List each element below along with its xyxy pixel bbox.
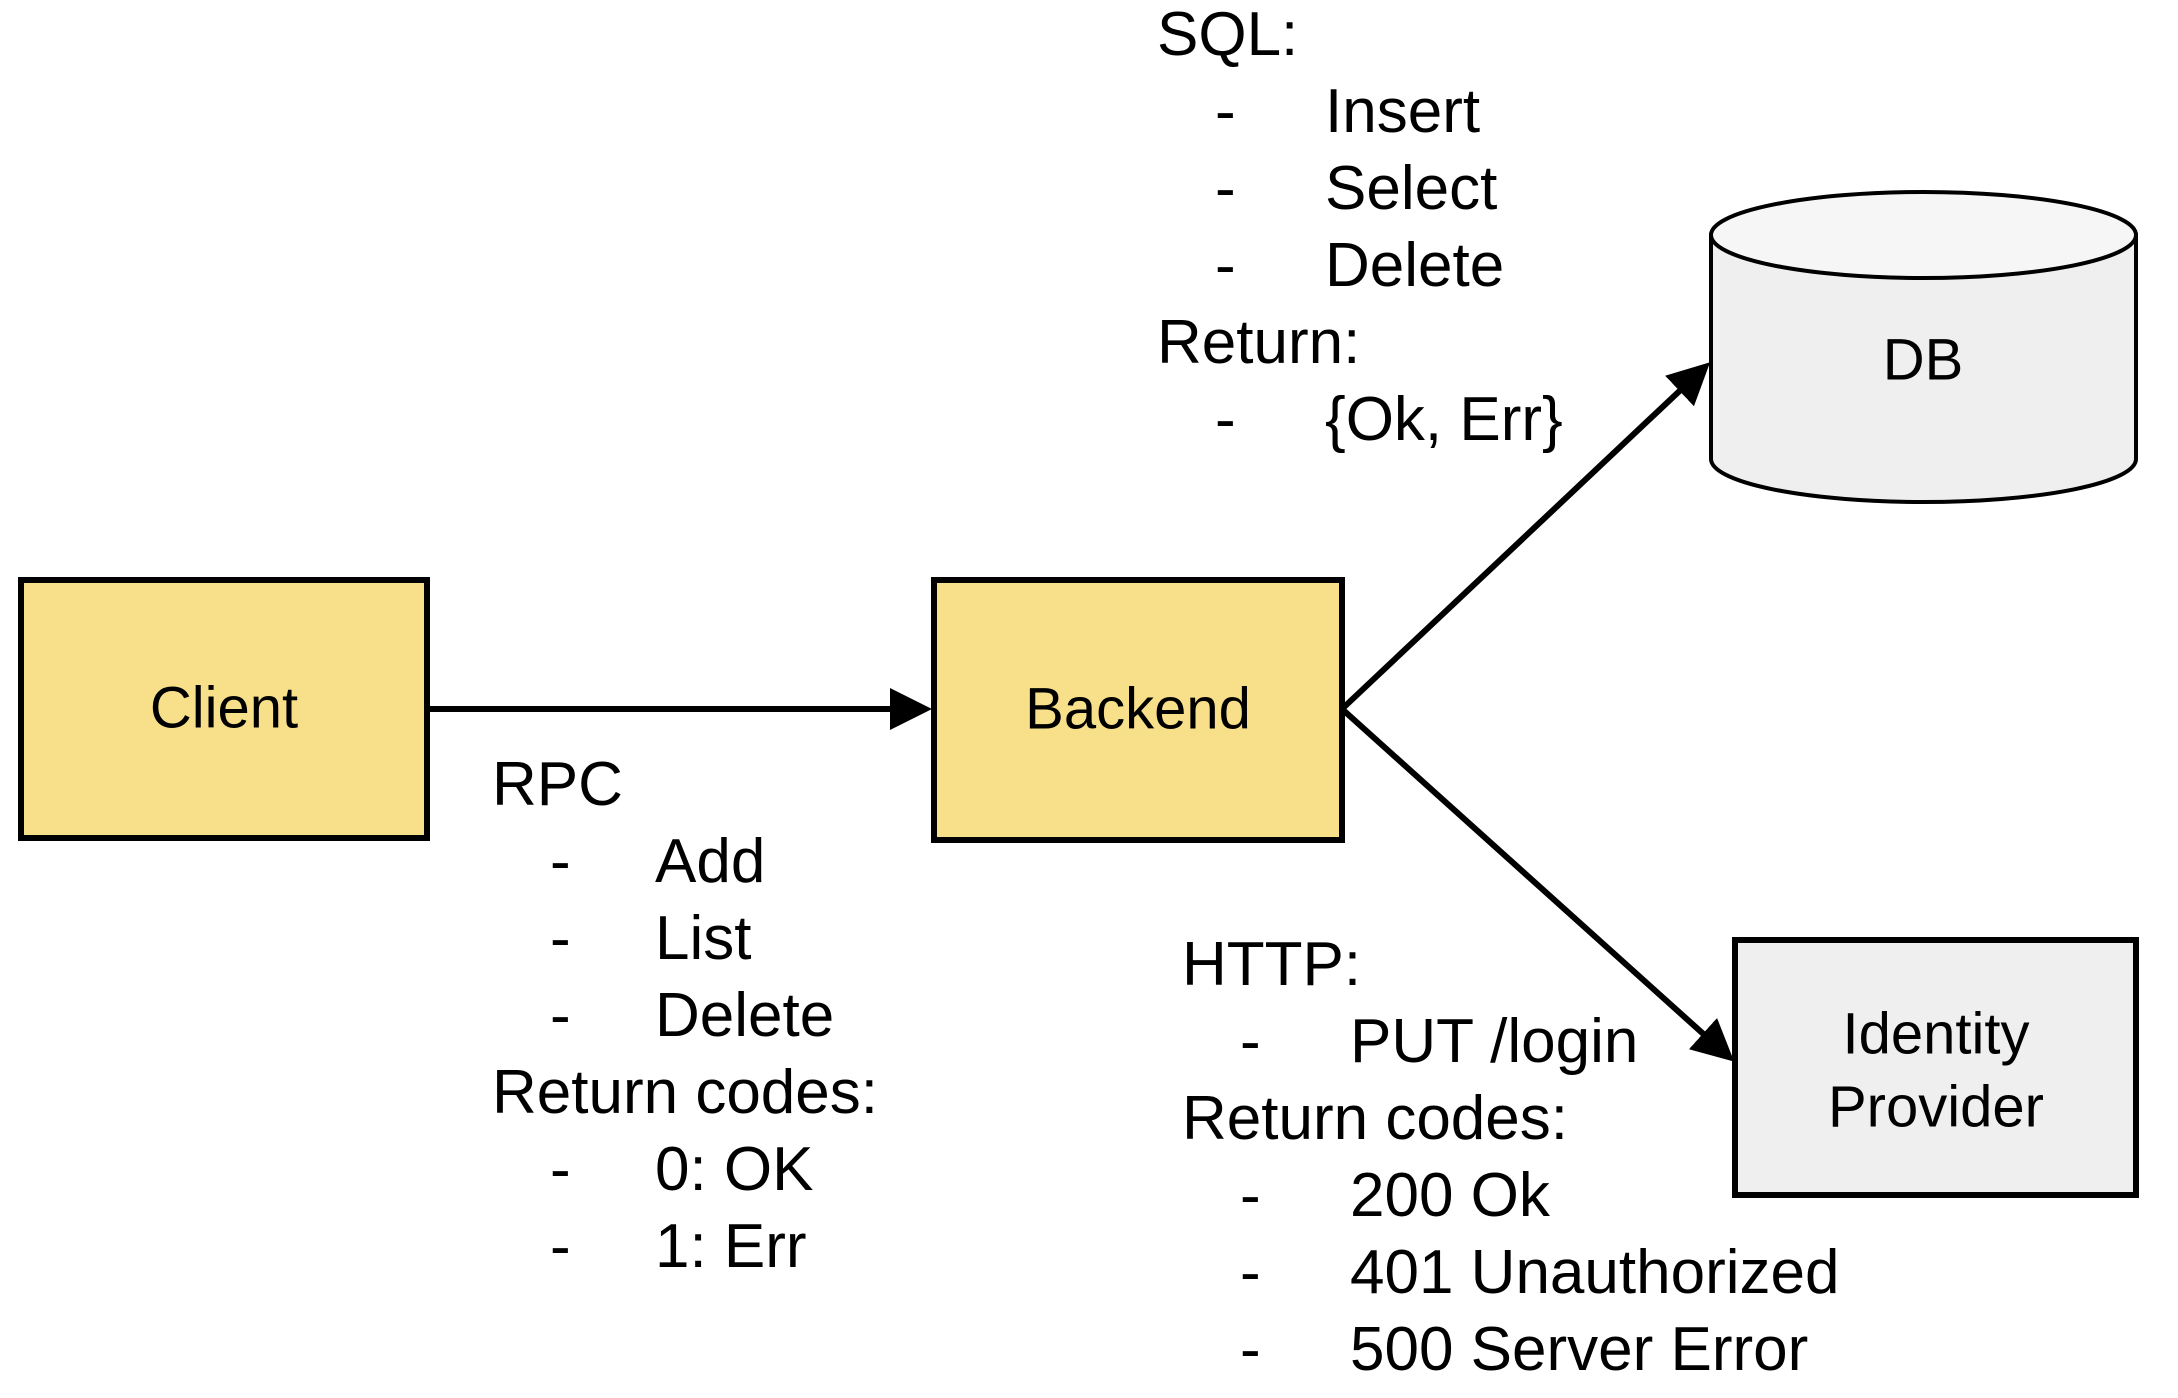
annotation-line: - {Ok, Err} bbox=[1215, 385, 1563, 454]
annotation-sql: SQL: - Insert - Select - Delete Return: … bbox=[1157, 0, 1563, 454]
bullet-dash: - bbox=[1215, 385, 1236, 454]
annotation-text: HTTP: bbox=[1182, 930, 1361, 999]
annotation-text: Insert bbox=[1325, 77, 1480, 146]
db-cylinder-top bbox=[1709, 190, 2138, 280]
annotation-text: Select bbox=[1325, 154, 1497, 223]
annotation-text: Return: bbox=[1157, 308, 1360, 377]
annotation-line: - Insert bbox=[1215, 77, 1480, 146]
annotation-line: - 200 Ok bbox=[1240, 1161, 1551, 1230]
client-label: Client bbox=[150, 675, 298, 740]
annotation-text: Delete bbox=[1325, 231, 1504, 300]
annotation-text: List bbox=[655, 904, 751, 973]
annotation-rpc: RPC - Add - List - Delete Return codes: … bbox=[492, 750, 878, 1281]
backend-box-shape bbox=[931, 577, 1345, 843]
bullet-dash: - bbox=[1215, 231, 1236, 300]
annotation-text: 500 Server Error bbox=[1350, 1315, 1808, 1384]
annotation-line: - 1: Err bbox=[550, 1212, 807, 1281]
node-client[interactable]: Client bbox=[18, 577, 430, 841]
annotation-line: Return codes: bbox=[492, 1058, 878, 1127]
annotation-text: SQL: bbox=[1157, 0, 1298, 69]
annotation-http: HTTP: - PUT /login Return codes: - 200 O… bbox=[1182, 930, 1839, 1384]
identity-provider-label-line1: Identity bbox=[1843, 1001, 2030, 1066]
db-cylinder-body bbox=[1709, 233, 2138, 504]
annotation-text: Add bbox=[655, 827, 765, 896]
client-box-shape bbox=[18, 577, 430, 841]
annotation-line: Return codes: bbox=[1182, 1084, 1568, 1153]
bullet-dash: - bbox=[1215, 154, 1236, 223]
annotation-line: RPC bbox=[492, 750, 623, 819]
annotation-line: - List bbox=[550, 904, 751, 973]
node-identity-provider[interactable]: Identity Provider bbox=[1732, 937, 2139, 1198]
bullet-dash: - bbox=[550, 1135, 571, 1204]
bullet-dash: - bbox=[1240, 1161, 1261, 1230]
identity-provider-box-shape bbox=[1732, 937, 2139, 1198]
identity-provider-label-line2: Provider bbox=[1828, 1074, 2044, 1139]
annotation-text: 0: OK bbox=[655, 1135, 814, 1204]
annotation-line: SQL: bbox=[1157, 0, 1298, 69]
annotation-text: Return codes: bbox=[1182, 1084, 1568, 1153]
annotation-line: - Delete bbox=[1215, 231, 1504, 300]
annotation-text: 1: Err bbox=[655, 1212, 807, 1281]
bullet-dash: - bbox=[1240, 1238, 1261, 1307]
annotation-text: 200 Ok bbox=[1350, 1161, 1551, 1230]
edge-backend-to-identity-provider bbox=[1339, 706, 1735, 1062]
annotation-line: - 0: OK bbox=[550, 1135, 814, 1204]
annotation-line: - 500 Server Error bbox=[1240, 1315, 1808, 1384]
bullet-dash: - bbox=[550, 904, 571, 973]
db-label: DB bbox=[1883, 327, 1964, 392]
annotation-line: - Delete bbox=[550, 981, 834, 1050]
node-backend[interactable]: Backend bbox=[931, 577, 1345, 843]
bullet-dash: - bbox=[550, 1212, 571, 1281]
annotation-text: PUT /login bbox=[1350, 1007, 1638, 1076]
annotation-line: Return: bbox=[1157, 308, 1360, 377]
edge-backend-to-db bbox=[1339, 362, 1711, 712]
annotation-text: {Ok, Err} bbox=[1325, 385, 1563, 454]
bullet-dash: - bbox=[1240, 1007, 1261, 1076]
annotation-line: - PUT /login bbox=[1240, 1007, 1638, 1076]
annotation-text: Return codes: bbox=[492, 1058, 878, 1127]
node-db[interactable]: DB bbox=[1709, 190, 2138, 504]
annotation-text: RPC bbox=[492, 750, 623, 819]
bullet-dash: - bbox=[550, 827, 571, 896]
bullet-dash: - bbox=[550, 981, 571, 1050]
annotation-line: - Select bbox=[1215, 154, 1497, 223]
annotation-line: HTTP: bbox=[1182, 930, 1361, 999]
annotation-text: Delete bbox=[655, 981, 834, 1050]
annotation-line: - Add bbox=[550, 827, 765, 896]
arrow-backend-to-db bbox=[1339, 362, 1711, 712]
bullet-dash: - bbox=[1215, 77, 1236, 146]
annotation-line: - 401 Unauthorized bbox=[1240, 1238, 1839, 1307]
annotation-text: 401 Unauthorized bbox=[1350, 1238, 1839, 1307]
bullet-dash: - bbox=[1240, 1315, 1261, 1384]
backend-label: Backend bbox=[1025, 676, 1251, 741]
arrow-backend-to-identity-provider bbox=[1339, 706, 1735, 1062]
